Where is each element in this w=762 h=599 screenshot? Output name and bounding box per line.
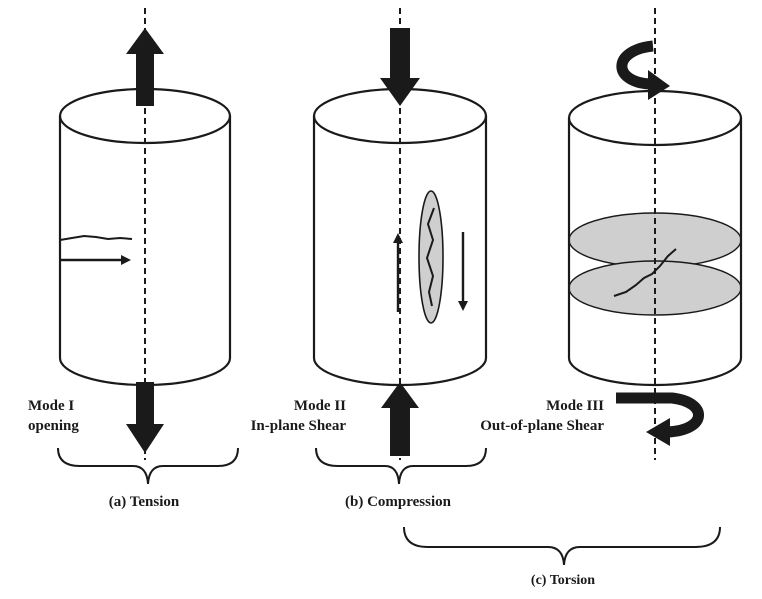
mode-i-desc: opening: [28, 418, 79, 434]
caption-torsion: (c) Torsion: [531, 573, 595, 588]
mode-ii-desc: In-plane Shear: [251, 418, 347, 434]
crack-mode-iii: [613, 248, 677, 297]
shear-crack-zone: [418, 190, 444, 324]
mode-iii-desc: Out-of-plane Shear: [480, 418, 604, 434]
mode-ii-label: Mode II: [294, 398, 346, 414]
mode-i-label: Mode I: [28, 398, 74, 414]
torsion-arrow-top: [616, 40, 670, 100]
compression-arrow-bottom: [381, 382, 419, 456]
torsion-arrow-bottom: [616, 392, 704, 446]
panel-compression: Mode II In-plane Shear (b) Compression: [251, 8, 488, 510]
mode-iii-label: Mode III: [546, 398, 604, 414]
panel-torsion: Mode III Out-of-plane Shear: [480, 8, 743, 460]
compression-arrow-top: [380, 28, 420, 106]
crack-mode-i: [59, 234, 133, 241]
crack-mode-ii: [425, 207, 435, 307]
caption-compression: (b) Compression: [345, 494, 452, 510]
tension-arrow-up: [126, 28, 164, 106]
brace-c: [403, 526, 721, 566]
caption-tension: (a) Tension: [109, 494, 180, 510]
tension-arrow-down: [126, 382, 164, 453]
brace-b: [315, 447, 487, 485]
panel-tension: Mode I opening (a) Tension: [28, 8, 239, 510]
brace-a: [57, 447, 239, 485]
